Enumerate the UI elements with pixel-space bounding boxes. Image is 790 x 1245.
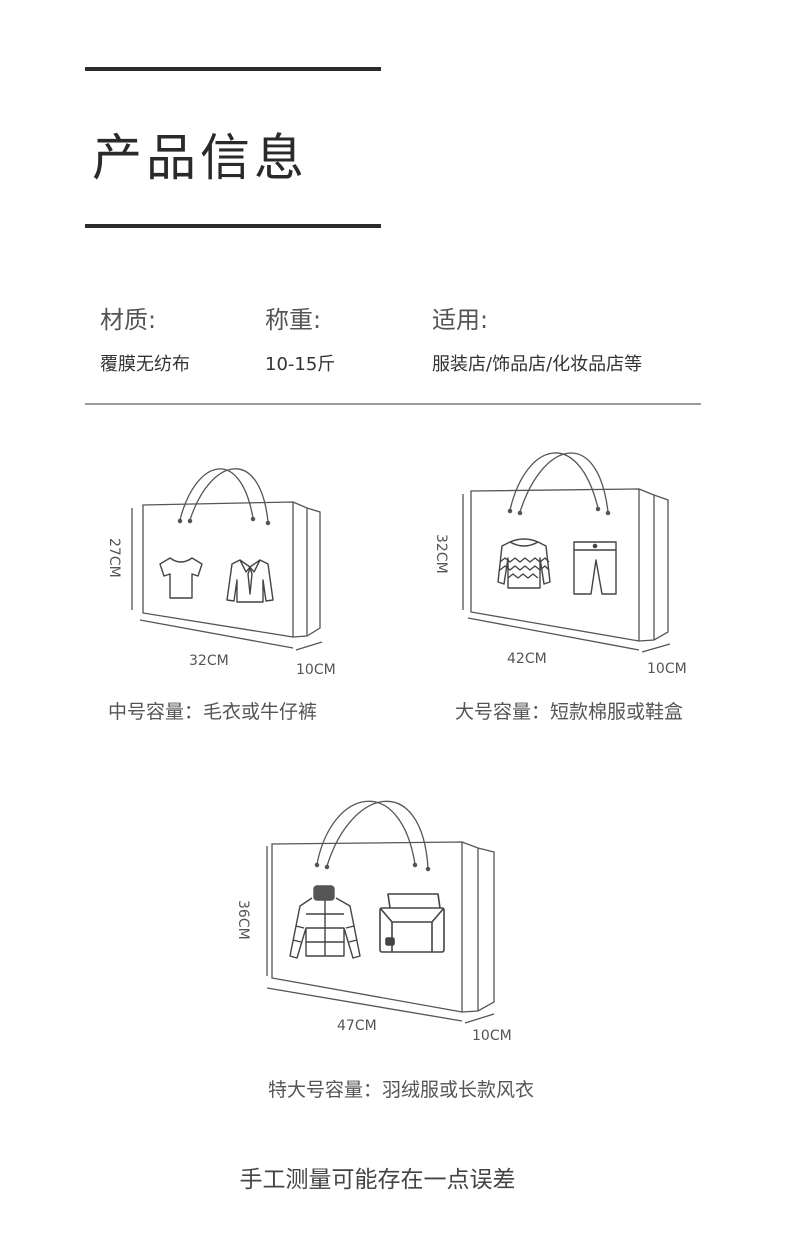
depth-label: 10CM — [296, 662, 336, 678]
shirt-with-tie-icon — [226, 559, 274, 603]
width-dimension-line — [266, 987, 463, 1022]
bag-diagram-extra-large: 36CM 47CM 10CM — [235, 800, 512, 1044]
width-dimension-line — [467, 617, 640, 651]
depth-dimension-line — [464, 1013, 495, 1024]
depth-dimension-line — [295, 641, 323, 651]
bag-handle — [316, 800, 416, 865]
bag-handle — [179, 468, 254, 521]
spec-label-usage: 适用: — [432, 306, 489, 334]
spec-label-material: 材质: — [100, 306, 157, 334]
bag-body — [470, 488, 640, 642]
depth-dimension-line — [641, 643, 671, 653]
bag-diagram-large: 32CM 42CM 10CM — [433, 452, 687, 677]
bag-body — [142, 501, 294, 638]
down-jacket-icon — [289, 885, 361, 959]
bag-handle — [509, 452, 599, 511]
bag-handle — [519, 452, 609, 513]
width-label: 42CM — [507, 651, 547, 667]
bag-diagram-medium: 27CM 32CM 10CM — [106, 468, 336, 678]
spec-label-weight: 称重: — [265, 306, 322, 334]
width-dimension-line — [139, 619, 294, 649]
t-shirt-icon — [159, 557, 203, 599]
measurement-note: 手工测量可能存在一点误差 — [239, 1167, 516, 1193]
height-label: 32CM — [433, 534, 449, 574]
bag-caption-extra-large: 特大号容量：羽绒服或长款风衣 — [268, 1079, 535, 1101]
bag-gusset — [461, 841, 495, 1013]
title-underline — [85, 224, 381, 228]
bag-caption-medium: 中号容量：毛衣或牛仔裤 — [108, 701, 318, 723]
width-label: 47CM — [337, 1018, 377, 1034]
height-label: 27CM — [106, 538, 122, 578]
sweater-icon — [497, 538, 551, 589]
width-label: 32CM — [189, 653, 229, 669]
top-divider — [85, 67, 381, 71]
depth-label: 10CM — [647, 661, 687, 677]
bag-handle — [189, 468, 269, 523]
bag-gusset — [292, 501, 321, 638]
spec-value-weight: 10-15斤 — [265, 354, 336, 375]
depth-label: 10CM — [472, 1028, 512, 1044]
spec-divider — [85, 403, 701, 405]
bag-handle — [326, 800, 429, 869]
bag-gusset — [638, 488, 669, 642]
spec-value-material: 覆膜无纺布 — [100, 354, 190, 375]
spec-value-usage: 服装店/饰品店/化妆品店等 — [432, 354, 643, 375]
height-label: 36CM — [235, 900, 251, 940]
bag-caption-large: 大号容量：短款棉服或鞋盒 — [455, 701, 684, 723]
shoe-box-icon — [379, 893, 445, 953]
page-title: 产品信息 — [92, 129, 308, 187]
shorts-icon — [573, 541, 617, 595]
